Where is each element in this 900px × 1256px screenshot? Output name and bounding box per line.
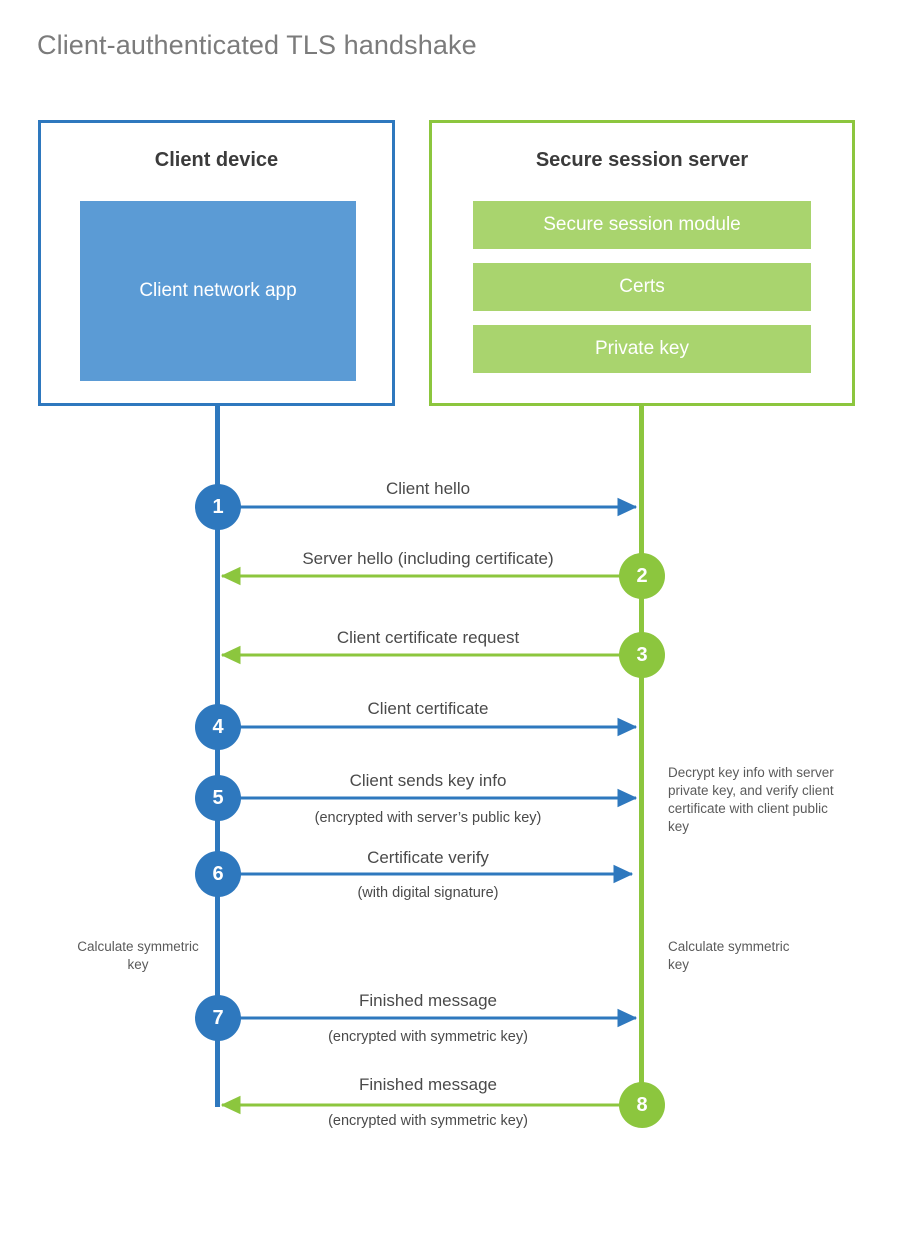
step-circle-1[interactable]: 1 <box>195 484 241 530</box>
secure-session-server-panel: Secure session server Secure session mod… <box>429 120 855 406</box>
message-label-1: Client hello <box>385 479 471 498</box>
message-label-3: Client certificate request <box>336 628 520 647</box>
note-server-decrypt: Decrypt key info with server private key… <box>668 765 834 834</box>
server-module-secure-session-module: Secure session module <box>473 201 811 249</box>
message-sublabel-7: (encrypted with symmetric key) <box>328 1029 528 1045</box>
step-circle-4[interactable]: 4 <box>195 704 241 750</box>
client-network-app-box: Client network app <box>80 201 356 381</box>
message-sublabel-6: (with digital signature) <box>357 885 499 901</box>
page-title: Client-authenticated TLS handshake <box>37 30 477 60</box>
step-circle-8[interactable]: 8 <box>619 1082 665 1128</box>
note-server-calculate-symmetric-key: Calculate symmetric key <box>668 939 790 972</box>
client-lifeline <box>215 403 220 1107</box>
step-circle-3[interactable]: 3 <box>619 632 665 678</box>
message-label-8: Finished message <box>359 1075 497 1094</box>
message-sublabel-5: (encrypted with server’s public key) <box>314 810 542 826</box>
message-label-5: Client sends key info <box>349 771 507 790</box>
step-circle-6[interactable]: 6 <box>195 851 241 897</box>
server-module-certs: Certs <box>473 263 811 311</box>
client-device-panel: Client device Client network app <box>38 120 395 406</box>
step-circle-7[interactable]: 7 <box>195 995 241 1041</box>
note-client-calculate-symmetric-key: Calculate symmetric key <box>77 939 199 972</box>
message-label-2: Server hello (including certificate) <box>302 549 554 568</box>
server-module-private-key: Private key <box>473 325 811 373</box>
message-sublabel-8: (encrypted with symmetric key) <box>328 1113 528 1129</box>
step-circle-2[interactable]: 2 <box>619 553 665 599</box>
message-label-4: Client certificate <box>367 699 489 718</box>
step-circle-5[interactable]: 5 <box>195 775 241 821</box>
secure-session-server-title: Secure session server <box>535 149 749 171</box>
message-label-6: Certificate verify <box>367 848 489 867</box>
client-device-title: Client device <box>154 149 279 171</box>
server-lifeline <box>639 403 644 1107</box>
message-label-7: Finished message <box>359 991 497 1010</box>
